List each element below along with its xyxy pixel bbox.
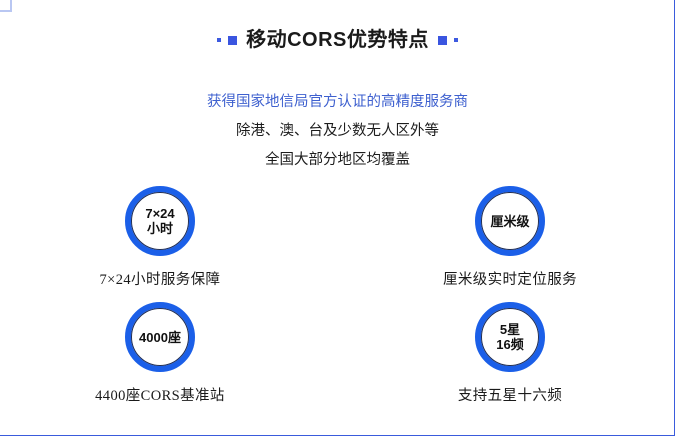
badge-label-frequencies-line1: 5星 [499, 322, 521, 337]
feature-caption-stations: 4400座CORS基准站 [95, 388, 225, 404]
intro-line-1: 获得国家地信局官方认证的高精度服务商 [207, 94, 468, 110]
badge-circle-frequencies: 5星 16频 [475, 302, 545, 372]
feature-item-frequencies: 5星 16频 支持五星十六频 [385, 302, 635, 405]
badge-label-uptime-line1: 7×24 [145, 206, 175, 221]
feature-item-uptime: 7×24 小时 7×24小时服务保障 [35, 186, 285, 289]
badge-label-stations: 4000座 [139, 330, 181, 345]
slide-title-row: 移动CORS优势特点 [0, 29, 674, 51]
feature-caption-frequencies: 支持五星十六频 [457, 388, 563, 404]
feature-caption-uptime: 7×24小时服务保障 [99, 272, 221, 288]
badge-circle-accuracy: 厘米级 [475, 186, 545, 256]
badge-label-uptime: 7×24 小时 [145, 206, 174, 236]
feature-item-stations: 4000座 4400座CORS基准站 [35, 302, 285, 405]
title-right-small-dot-icon [453, 38, 458, 42]
badge-label-frequencies: 5星 16频 [496, 322, 523, 352]
page-title: 移动CORS优势特点 [246, 29, 429, 51]
title-left-small-dot-icon [217, 38, 222, 42]
badge-label-stations-line1: 4000座 [139, 329, 181, 345]
title-left-large-dot-icon [228, 35, 238, 45]
feature-item-accuracy: 厘米级 厘米级实时定位服务 [385, 186, 635, 289]
intro-line-2: 除港、澳、台及少数无人区外等 [236, 123, 439, 139]
intro-paragraph: 获得国家地信局官方认证的高精度服务商 除港、澳、台及少数无人区外等 全国大部分地… [0, 88, 674, 175]
badge-label-accuracy-line1: 厘米级 [490, 213, 530, 229]
feature-caption-accuracy: 厘米级实时定位服务 [442, 272, 578, 288]
feature-grid: 7×24 小时 7×24小时服务保障 厘米级 厘米级实时定位服务 4000座 4… [0, 186, 674, 416]
corner-artifact-icon [0, 0, 14, 14]
badge-circle-stations: 4000座 [125, 302, 195, 372]
intro-line-3: 全国大部分地区均覆盖 [265, 152, 410, 168]
badge-circle-uptime: 7×24 小时 [125, 186, 195, 256]
title-right-large-dot-icon [437, 35, 447, 45]
badge-label-frequencies-line2: 16频 [496, 337, 524, 352]
badge-label-accuracy: 厘米级 [490, 214, 529, 229]
badge-label-uptime-line2: 小时 [146, 221, 173, 236]
